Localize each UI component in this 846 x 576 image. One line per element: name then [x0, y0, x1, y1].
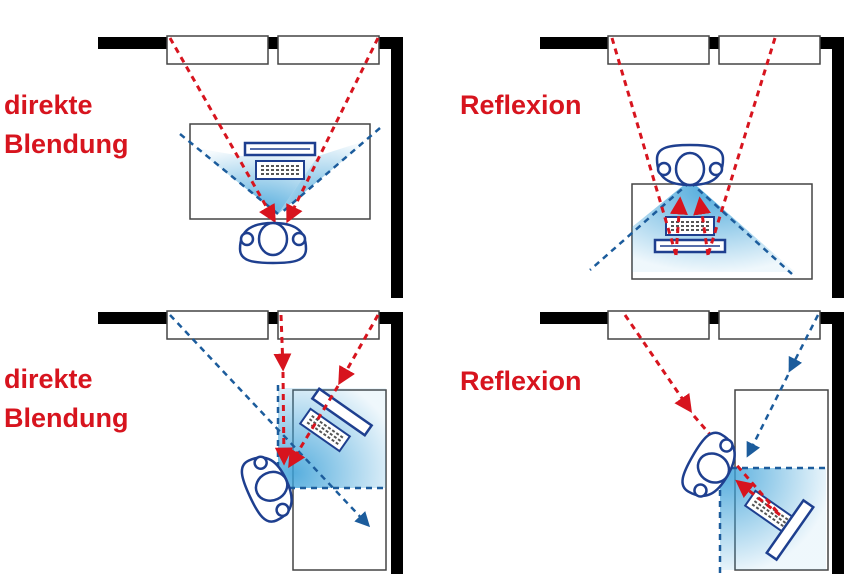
reflection-ray-1 — [669, 196, 688, 256]
window-1 — [166, 35, 269, 65]
person — [655, 143, 725, 187]
person — [238, 221, 308, 265]
window-1 — [607, 310, 710, 340]
reflection-ray-2 — [693, 196, 711, 256]
keyboard — [255, 160, 305, 180]
label-direct-glare-bottom-line1: direkte — [4, 364, 93, 394]
reflection-line-cont — [746, 374, 790, 458]
glare-ray-right-cont — [288, 385, 340, 469]
label-direct-glare-top-line1: direkte — [4, 90, 93, 120]
glare-ray-right — [706, 37, 777, 256]
monitor — [764, 498, 816, 562]
glare-ray-left — [273, 314, 292, 372]
label-direct-glare-bottom-line2: Blendung — [4, 403, 129, 433]
glare-ray-right — [338, 314, 380, 386]
window-2 — [718, 310, 821, 340]
reflection-ray-back — [735, 479, 781, 517]
panel-bottom-right — [540, 310, 844, 574]
glare-ray — [623, 314, 693, 413]
window-1 — [607, 35, 710, 65]
window-2 — [277, 310, 380, 340]
monitor — [243, 141, 317, 157]
window-2 — [277, 35, 380, 65]
reflection-line — [169, 314, 371, 528]
panel-bottom-left — [98, 310, 403, 574]
label-reflection-bottom: Reflexion — [460, 366, 582, 396]
label-direct-glare-top-line2: Blendung — [4, 129, 129, 159]
glare-ray-left — [610, 37, 678, 256]
panel-top-left — [98, 35, 403, 298]
panel-top-right — [540, 35, 844, 298]
keyboard — [665, 216, 715, 236]
window-1 — [166, 310, 269, 340]
monitor — [653, 238, 727, 254]
label-reflection-top: Reflexion — [460, 90, 582, 120]
glare-ray-left-cont — [274, 371, 293, 466]
monitor — [310, 386, 374, 438]
glare-ray-left — [168, 37, 276, 224]
glare-ray-right — [286, 37, 380, 224]
